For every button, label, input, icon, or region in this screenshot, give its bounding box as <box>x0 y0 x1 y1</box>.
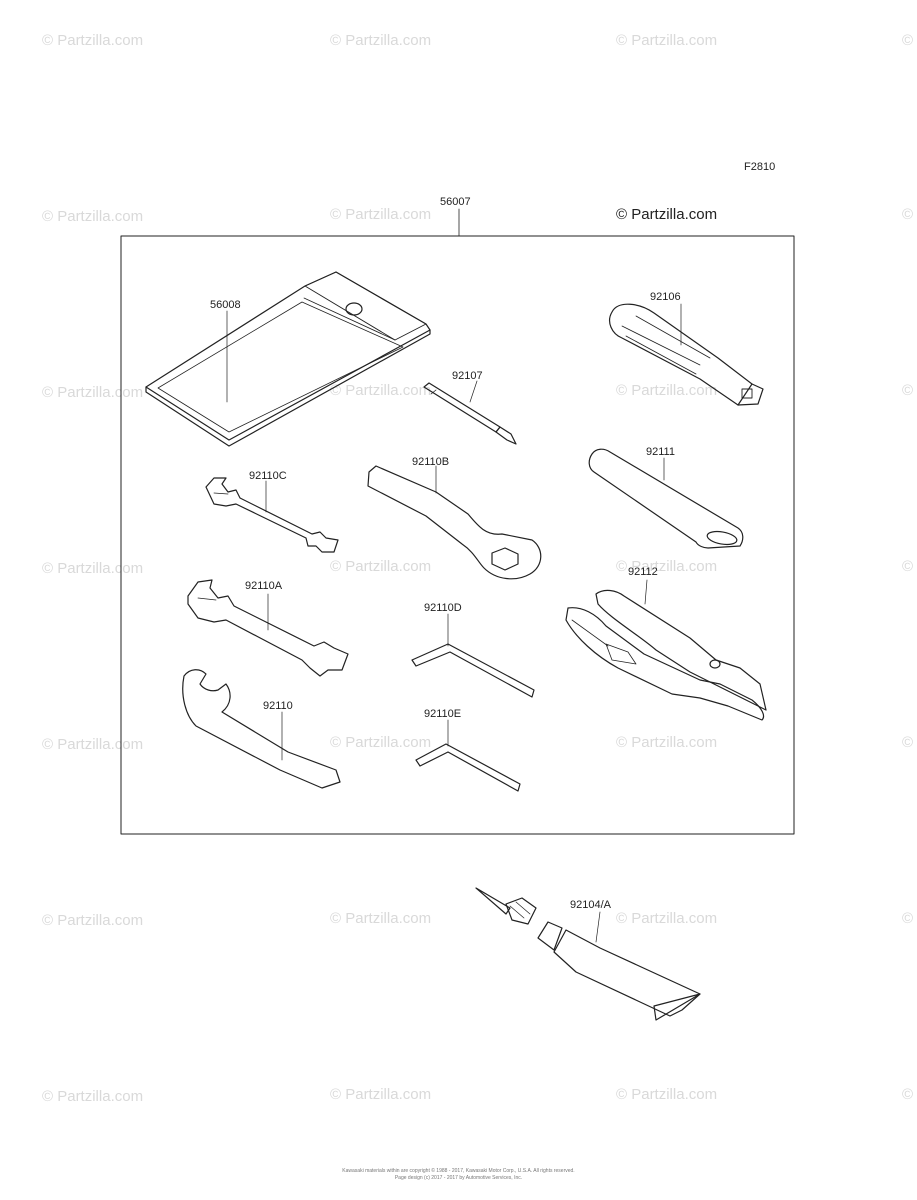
label-92111: 92111 <box>646 446 675 458</box>
tool-bag-shape <box>145 271 431 447</box>
brand-mark: © Partzilla.com <box>616 206 718 223</box>
label-92110C: 92110C <box>249 470 287 482</box>
tube-shape <box>588 448 744 549</box>
spanner-92110-shape <box>182 669 341 789</box>
grease-tube-shape <box>475 887 701 1021</box>
tool-kit-frame <box>120 235 795 835</box>
label-92107: 92107 <box>452 370 483 382</box>
label-92110D: 92110D <box>424 602 462 614</box>
ring-wrench-shape <box>367 465 542 580</box>
screwdriver-bit-shape <box>423 380 517 445</box>
wrench-92110A-shape <box>187 579 349 677</box>
label-92110: 92110 <box>263 700 293 712</box>
label-92110E: 92110E <box>424 708 462 720</box>
screwdriver-handle-shape <box>609 303 764 406</box>
footer-copyright: Kawasaki materials within are copyright … <box>342 1168 575 1174</box>
label-92110B: 92110B <box>412 456 450 468</box>
footer-design: Page design (c) 2017 - 2017 by Automotiv… <box>394 1175 523 1181</box>
hex-key-92110E-shape <box>415 719 521 792</box>
wrench-92110C-shape <box>205 477 339 553</box>
label-56007: 56007 <box>440 196 471 208</box>
label-92110A: 92110A <box>245 580 283 592</box>
label-56008: 56008 <box>210 299 241 311</box>
label-92104A: 92104/A <box>570 899 611 911</box>
label-92112: 92112 <box>628 566 658 578</box>
hex-key-92110D-shape <box>411 613 535 698</box>
label-92106: 92106 <box>650 291 681 303</box>
figure-code: F2810 <box>744 161 776 173</box>
pliers-shape <box>565 579 767 721</box>
